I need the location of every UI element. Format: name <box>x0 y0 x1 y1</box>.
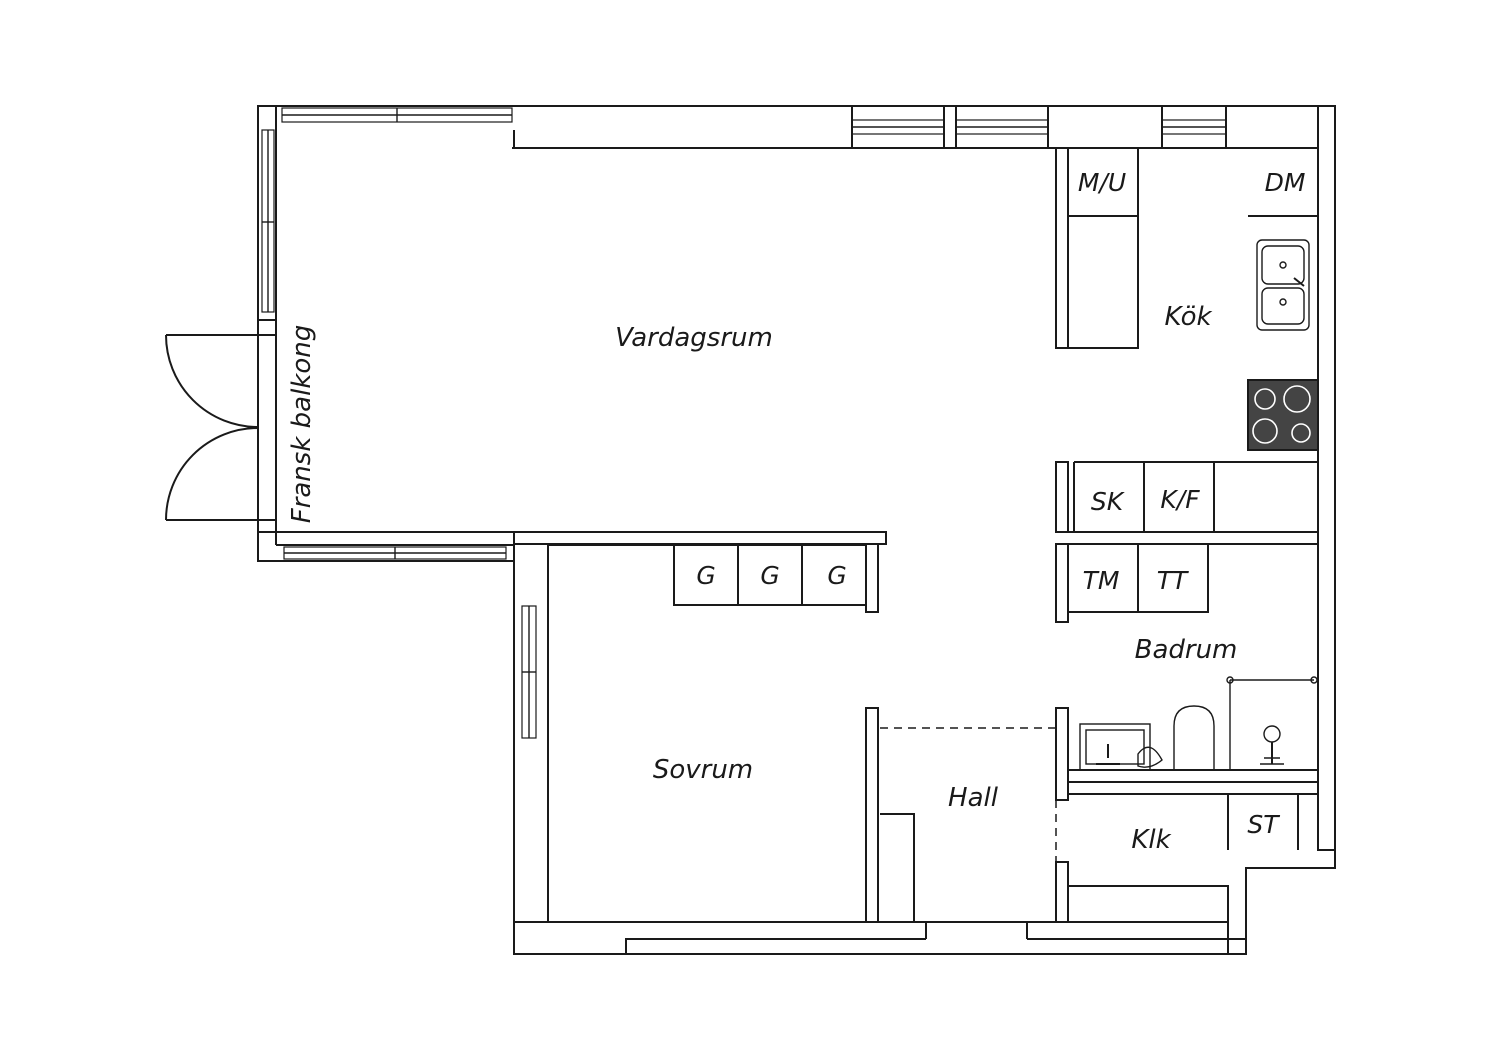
room-fills <box>277 130 1317 921</box>
double-sink-icon <box>1256 239 1310 331</box>
label-dm: DM <box>1265 168 1306 197</box>
label-badrum: Badrum <box>1135 635 1238 665</box>
label-klk: Klk <box>1131 825 1171 855</box>
label-hall: Hall <box>948 783 999 813</box>
label-g-2: G <box>760 561 779 590</box>
label-kf: K/F <box>1160 485 1200 514</box>
label-g-3: G <box>827 561 846 590</box>
label-kok: Kök <box>1164 302 1212 332</box>
label-tm: TM <box>1083 566 1120 595</box>
kitchen-fixtures <box>673 147 1319 606</box>
wall-lines <box>257 105 1336 955</box>
label-sk: SK <box>1091 487 1126 516</box>
label-tt: TT <box>1157 566 1189 595</box>
label-fransk-balkong: Fransk balkong <box>287 325 317 524</box>
stove-icon <box>1247 379 1319 451</box>
fixture-labels: M/U DM SK K/F TM TT ST G G G <box>696 168 1305 839</box>
label-st: ST <box>1247 810 1280 839</box>
shower-icon <box>1226 676 1318 770</box>
bathroom-fixtures <box>1067 543 1318 771</box>
label-g-1: G <box>696 561 715 590</box>
windows <box>261 106 1227 739</box>
hall-openings <box>880 727 1057 862</box>
label-sovrum: Sovrum <box>653 755 753 785</box>
label-mu: M/U <box>1078 168 1126 197</box>
room-labels: Vardagsrum Kök Sovrum Hall Badrum Klk Fr… <box>287 302 1237 855</box>
balcony-doors <box>165 334 259 521</box>
label-vardagsrum: Vardagsrum <box>615 323 773 353</box>
